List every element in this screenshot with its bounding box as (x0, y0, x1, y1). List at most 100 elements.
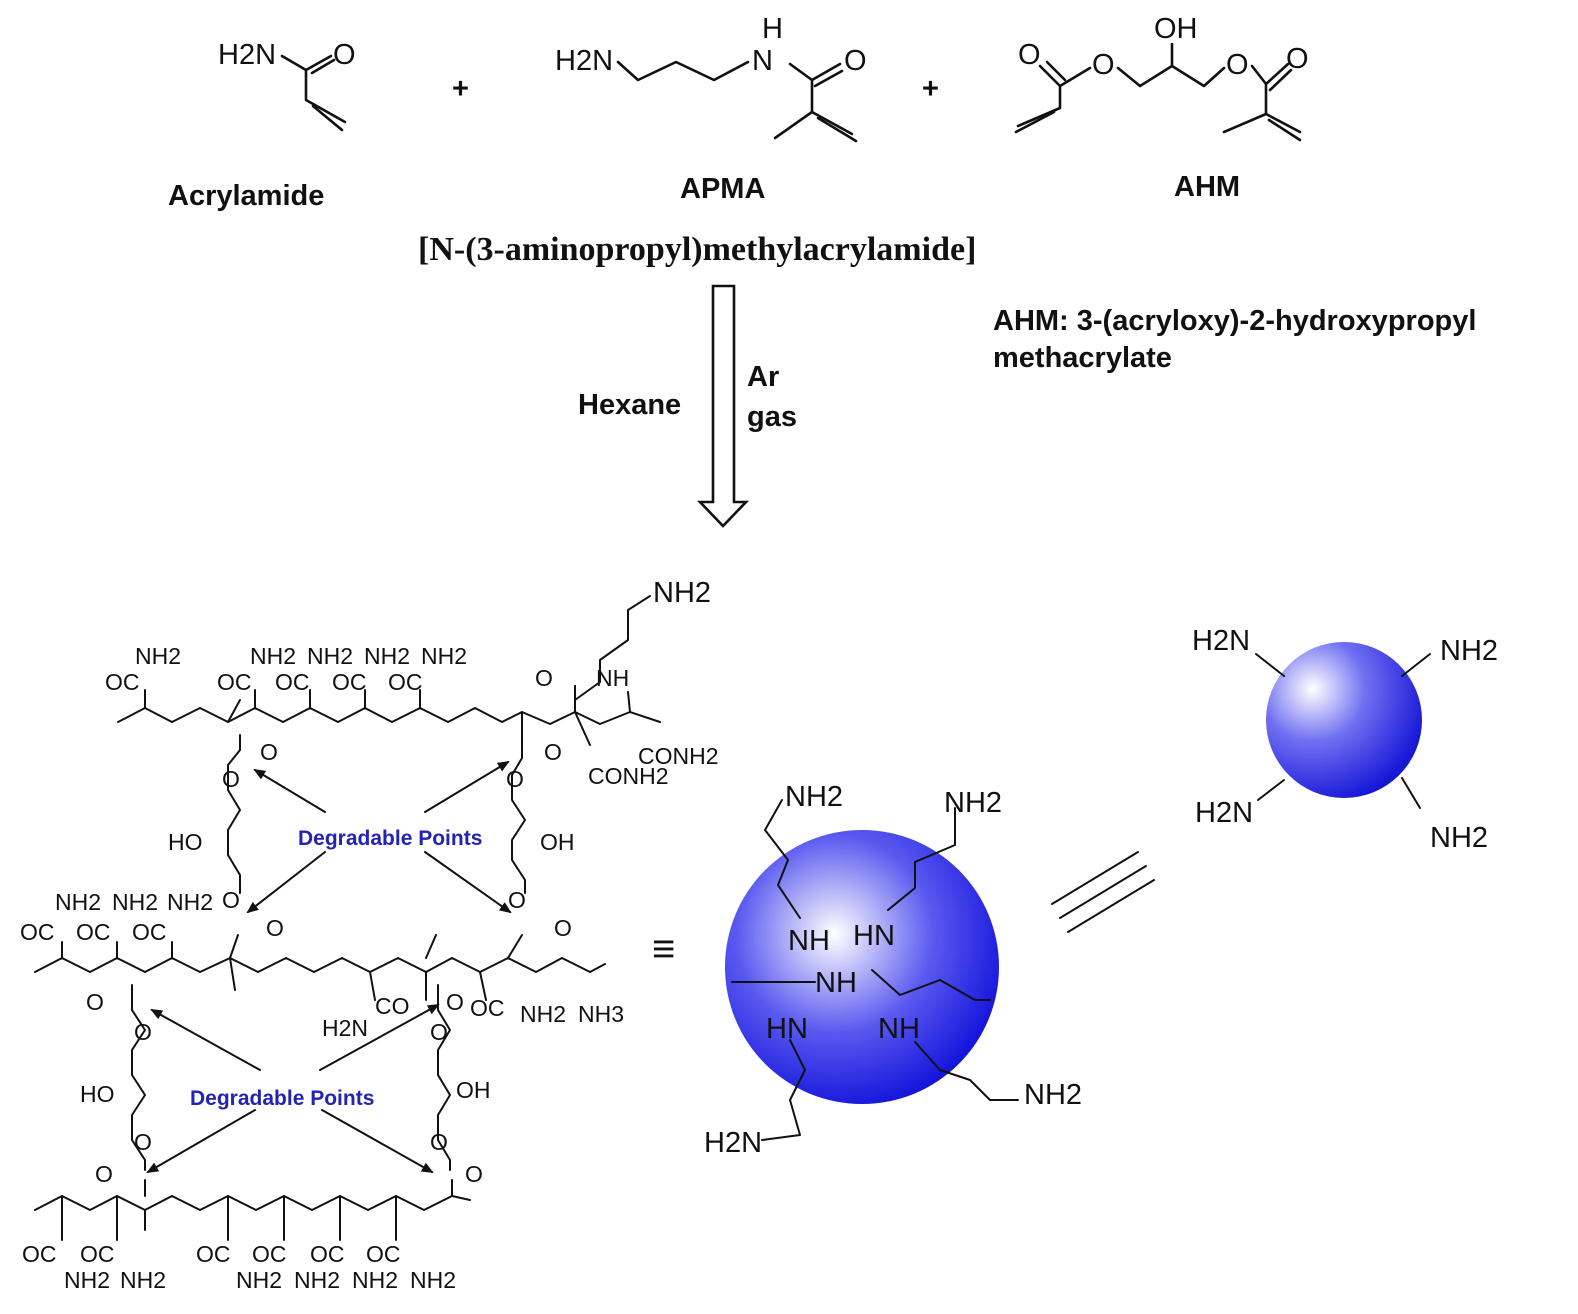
polymer-network: OC NH2 OC NH2 OC NH2 OC NH2 OC NH2 O NH … (20, 577, 719, 1293)
degradable-arrow (146, 1109, 256, 1174)
oc-group: OC (217, 669, 252, 695)
oc-group: OC (196, 1241, 231, 1267)
nanoparticle-sphere (1266, 642, 1422, 798)
plus-sign-2: + (922, 73, 939, 105)
h2n-group: H2N (322, 1015, 368, 1041)
oc-group: OC (20, 919, 55, 945)
plus-sign-1: + (452, 73, 469, 105)
nh2-group: NH2 (112, 889, 158, 915)
nh2-group: NH2 (653, 577, 711, 609)
nh2-group: NH2 (410, 1267, 456, 1293)
ahm-definition-line1: AHM: 3-(acryloxy)-2-hydroxypropyl (993, 305, 1476, 337)
apma-structure: H2N N H O APMA (555, 13, 867, 205)
crosslinker-4 (437, 984, 451, 1171)
nanoparticle-detailed: NH2 NH2 NH HN NH HN NH H2N NH2 (704, 781, 1082, 1159)
o-atom: O (134, 1129, 152, 1155)
hn-group: HN (853, 920, 895, 952)
conh2-group: CONH2 (638, 743, 719, 769)
crosslinker-1 (227, 734, 241, 894)
apma-amine: H2N (555, 45, 613, 77)
oh-group: OH (456, 1077, 491, 1103)
amine-arm (871, 969, 991, 1001)
oc-group: OC (366, 1241, 401, 1267)
ahm-definition-line2: methacrylate (993, 342, 1172, 374)
apma-fullname: [N-(3-aminopropyl)methylacrylamide] (418, 231, 976, 268)
o-atom: O (86, 989, 104, 1015)
amine-arm (914, 1041, 1019, 1101)
o-atom: O (465, 1161, 483, 1187)
oc-group: OC (332, 669, 367, 695)
nh2-group: NH2 (1430, 822, 1488, 854)
acrylamide-structure: H2N O Acrylamide (168, 39, 356, 212)
acrylamide-amine: H2N (218, 39, 276, 71)
degradable-points-label-2: Degradable Points (190, 1087, 374, 1110)
backbone-2-branches (61, 934, 523, 1001)
oc-group: OC (470, 995, 505, 1021)
hn-group: HN (766, 1013, 808, 1045)
nh2-group: NH2 (167, 889, 213, 915)
acrylamide-name: Acrylamide (168, 180, 324, 212)
oc-group: OC (80, 1241, 115, 1267)
degradable-arrow (246, 851, 326, 914)
ahm-o-right: O (1286, 43, 1309, 75)
ahm-methacrylate-double (1267, 68, 1302, 142)
oc-group: OC (132, 919, 167, 945)
oc-group: OC (310, 1241, 345, 1267)
nh2-group: NH2 (944, 787, 1002, 819)
backbone-2 (34, 957, 606, 973)
condition-atmosphere-2: gas (747, 401, 797, 433)
apma-chain (616, 60, 750, 82)
nh2-group: NH2 (785, 781, 843, 813)
nh2-group: NH2 (1024, 1079, 1082, 1111)
amine-arm (764, 799, 801, 919)
ahm-glycerol-chain (1116, 64, 1226, 88)
backbone-3 (34, 1195, 471, 1211)
h2n-group: H2N (704, 1127, 762, 1159)
co-group: CO (375, 993, 410, 1019)
backbone-3-branches (61, 1179, 453, 1241)
ahm-ring-o-right: O (1226, 49, 1249, 81)
nh2-group: NH2 (307, 643, 353, 669)
nanoparticle-sphere (725, 830, 999, 1104)
nh2-group: NH2 (1440, 635, 1498, 667)
equivalence-symbol-1: ≡ (652, 927, 675, 971)
oh-group: OH (540, 829, 575, 855)
nh-group: NH (596, 665, 629, 691)
h2n-group: H2N (1195, 797, 1253, 829)
apma-amide-n: N (752, 45, 773, 77)
amine-arm (887, 807, 956, 911)
equivalence-symbol-2 (1051, 851, 1155, 933)
apma-double-bonds (813, 69, 858, 143)
degradable-arrow (424, 760, 510, 813)
amine-arm (761, 1039, 806, 1141)
oc-group: OC (76, 919, 111, 945)
reaction-arrow (696, 284, 750, 528)
degradable-arrow (319, 1004, 440, 1071)
o-atom: O (430, 1129, 448, 1155)
ahm-hydroxyl: OH (1154, 13, 1198, 45)
o-atom: O (535, 665, 553, 691)
nh-group: NH (815, 967, 857, 999)
degradable-arrow (424, 851, 512, 914)
ho-group: HO (168, 829, 203, 855)
crosslinker-2 (511, 739, 526, 894)
oc-group: OC (105, 669, 140, 695)
ho-group: HO (80, 1081, 115, 1107)
apma-backbone (773, 62, 854, 140)
o-atom: O (266, 915, 284, 941)
nh2-group: NH2 (135, 643, 181, 669)
oc-group: OC (22, 1241, 57, 1267)
nh2-group: NH2 (294, 1267, 340, 1293)
conh2-group: CONH2 (588, 763, 669, 789)
nh2-group: NH2 (64, 1267, 110, 1293)
o-atom: O (544, 739, 562, 765)
nh2-group: NH2 (364, 643, 410, 669)
o-atom: O (508, 887, 526, 913)
degradable-arrow (321, 1109, 434, 1173)
ahm-o-left: O (1018, 39, 1041, 71)
ahm-structure: O O OH O O AHM (1014, 13, 1309, 203)
ahm-acrylate-double (1014, 60, 1067, 134)
o-atom: O (95, 1161, 113, 1187)
apma-oxygen: O (844, 45, 867, 77)
degradable-arrow (253, 768, 326, 813)
